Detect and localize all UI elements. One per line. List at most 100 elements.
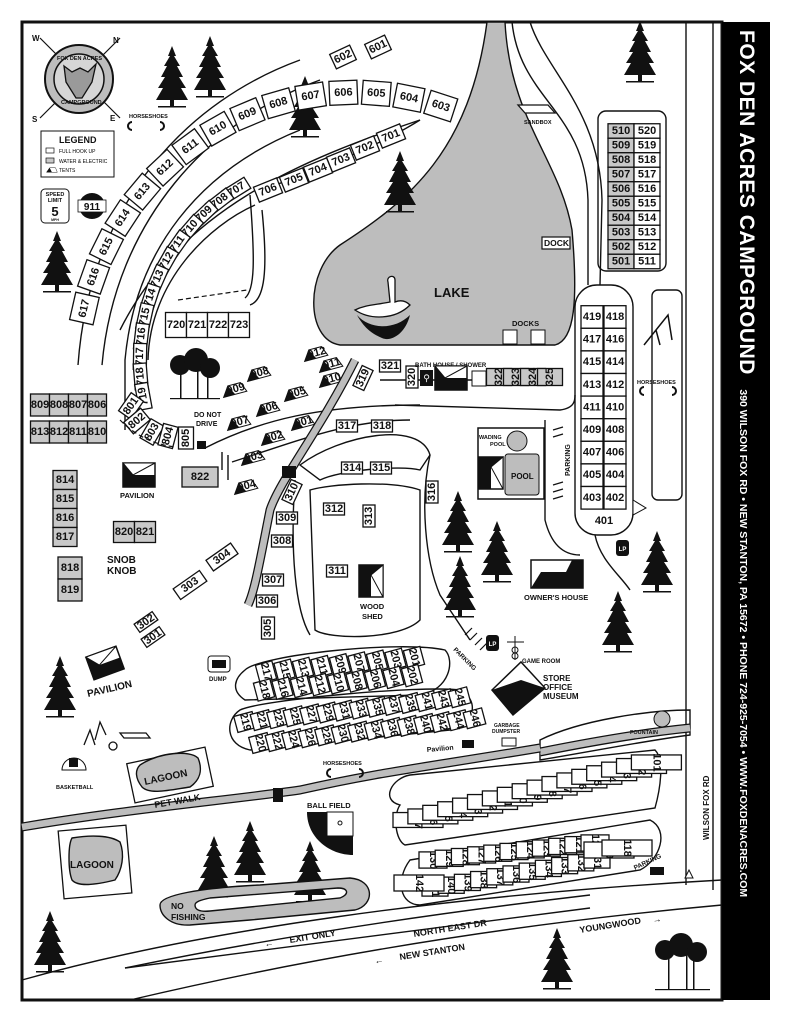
site-101[interactable]: 101 bbox=[630, 753, 683, 772]
site-315[interactable]: 315 bbox=[369, 461, 393, 475]
site-807[interactable]: 807 bbox=[67, 393, 89, 417]
site-217[interactable]: 217 bbox=[254, 660, 278, 684]
site-204[interactable]: 204 bbox=[382, 665, 405, 690]
site-614[interactable]: 614 bbox=[104, 198, 142, 238]
site-305[interactable]: 305 bbox=[260, 616, 276, 640]
site-821[interactable]: 821 bbox=[133, 520, 157, 544]
site-509[interactable]: 509 bbox=[607, 137, 635, 154]
site-218[interactable]: 218 bbox=[252, 678, 276, 702]
site-223[interactable]: 223 bbox=[265, 706, 291, 730]
tent-site-912[interactable]: 912 bbox=[301, 345, 329, 363]
site-507[interactable]: 507 bbox=[607, 166, 635, 183]
site-404[interactable]: 404 bbox=[603, 463, 627, 488]
site-717[interactable]: 717 bbox=[132, 342, 148, 371]
site-810[interactable]: 810 bbox=[86, 420, 108, 444]
site-602[interactable]: 602 bbox=[328, 44, 358, 70]
site-520[interactable]: 520 bbox=[633, 123, 661, 139]
site-402[interactable]: 402 bbox=[603, 485, 627, 510]
site-419[interactable]: 419 bbox=[580, 305, 604, 329]
site-118[interactable]: 118 bbox=[601, 839, 653, 857]
site-313[interactable]: 313 bbox=[362, 504, 376, 528]
site-516[interactable]: 516 bbox=[633, 181, 661, 197]
site-406[interactable]: 406 bbox=[603, 440, 627, 465]
site-506[interactable]: 506 bbox=[607, 181, 635, 197]
site-817[interactable]: 817 bbox=[52, 526, 78, 548]
site-418[interactable]: 418 bbox=[603, 305, 627, 329]
site-512[interactable]: 512 bbox=[633, 239, 661, 255]
site-311[interactable]: 311 bbox=[325, 564, 349, 578]
site-607[interactable]: 607 bbox=[294, 81, 328, 111]
tent-site-910[interactable]: 910 bbox=[316, 371, 344, 389]
site-603[interactable]: 603 bbox=[422, 89, 459, 123]
site-321[interactable]: 321 bbox=[378, 359, 402, 373]
site-211[interactable]: 211 bbox=[310, 654, 333, 679]
site-608[interactable]: 608 bbox=[260, 87, 297, 120]
site-811[interactable]: 811 bbox=[67, 420, 89, 444]
site-325[interactable]: 325 bbox=[536, 368, 564, 386]
site-411[interactable]: 411 bbox=[580, 395, 604, 420]
site-702[interactable]: 702 bbox=[349, 135, 381, 161]
site-510[interactable]: 510 bbox=[607, 123, 635, 139]
site-213[interactable]: 213 bbox=[291, 656, 315, 681]
tent-site-909[interactable]: 909 bbox=[220, 381, 248, 399]
site-505[interactable]: 505 bbox=[607, 195, 635, 212]
site-417[interactable]: 417 bbox=[580, 327, 604, 352]
tent-site-906[interactable]: 906 bbox=[253, 400, 281, 418]
site-616[interactable]: 616 bbox=[76, 258, 111, 295]
site-808[interactable]: 808 bbox=[48, 393, 70, 417]
tent-site-904[interactable]: 904 bbox=[231, 478, 259, 496]
site-615[interactable]: 615 bbox=[88, 227, 125, 266]
site-416[interactable]: 416 bbox=[603, 327, 627, 352]
site-705[interactable]: 705 bbox=[278, 167, 310, 193]
site-403[interactable]: 403 bbox=[580, 485, 604, 510]
site-722[interactable]: 722 bbox=[206, 311, 230, 339]
site-309[interactable]: 309 bbox=[275, 511, 299, 525]
tent-site-907[interactable]: 907 bbox=[224, 414, 252, 432]
site-312[interactable]: 312 bbox=[322, 502, 346, 516]
site-611[interactable]: 611 bbox=[171, 127, 210, 166]
site-410[interactable]: 410 bbox=[603, 395, 627, 420]
tent-site-911[interactable]: 911 bbox=[316, 356, 344, 374]
site-314[interactable]: 314 bbox=[340, 461, 364, 475]
site-612[interactable]: 612 bbox=[145, 148, 185, 187]
site-517[interactable]: 517 bbox=[633, 166, 661, 183]
site-209[interactable]: 209 bbox=[328, 652, 352, 677]
site-816[interactable]: 816 bbox=[52, 507, 78, 529]
site-245[interactable]: 245 bbox=[447, 686, 472, 709]
site-815[interactable]: 815 bbox=[52, 488, 78, 510]
site-511[interactable]: 511 bbox=[633, 253, 661, 270]
site-306[interactable]: 306 bbox=[255, 594, 279, 608]
site-703[interactable]: 703 bbox=[325, 147, 357, 173]
site-407[interactable]: 407 bbox=[580, 440, 604, 465]
site-706[interactable]: 706 bbox=[252, 177, 284, 203]
site-605[interactable]: 605 bbox=[360, 79, 392, 108]
site-308[interactable]: 308 bbox=[270, 534, 294, 548]
site-822[interactable]: 822 bbox=[181, 466, 219, 488]
site-310[interactable]: 310 bbox=[281, 478, 303, 506]
site-408[interactable]: 408 bbox=[603, 418, 627, 442]
site-819[interactable]: 819 bbox=[57, 578, 83, 602]
site-804[interactable]: 804 bbox=[157, 422, 179, 450]
site-604[interactable]: 604 bbox=[392, 82, 426, 114]
site-809[interactable]: 809 bbox=[29, 393, 51, 417]
site-413[interactable]: 413 bbox=[580, 372, 604, 397]
tent-site-902[interactable]: 902 bbox=[258, 429, 286, 447]
site-246[interactable]: 246 bbox=[462, 707, 487, 730]
site-239[interactable]: 239 bbox=[397, 691, 423, 715]
site-214[interactable]: 214 bbox=[289, 674, 313, 699]
site-205[interactable]: 205 bbox=[365, 649, 389, 674]
site-503[interactable]: 503 bbox=[607, 224, 635, 241]
site-601[interactable]: 601 bbox=[363, 34, 393, 60]
site-316[interactable]: 316 bbox=[425, 480, 439, 504]
site-519[interactable]: 519 bbox=[633, 137, 661, 154]
site-805[interactable]: 805 bbox=[177, 426, 195, 450]
site-504[interactable]: 504 bbox=[607, 210, 635, 226]
site-820[interactable]: 820 bbox=[112, 520, 136, 544]
site-609[interactable]: 609 bbox=[229, 96, 266, 132]
site-701[interactable]: 701 bbox=[375, 123, 407, 149]
site-307[interactable]: 307 bbox=[261, 573, 285, 587]
site-415[interactable]: 415 bbox=[580, 350, 604, 375]
site-216[interactable]: 216 bbox=[271, 676, 294, 701]
site-704[interactable]: 704 bbox=[302, 157, 334, 183]
site-202[interactable]: 202 bbox=[400, 663, 424, 688]
